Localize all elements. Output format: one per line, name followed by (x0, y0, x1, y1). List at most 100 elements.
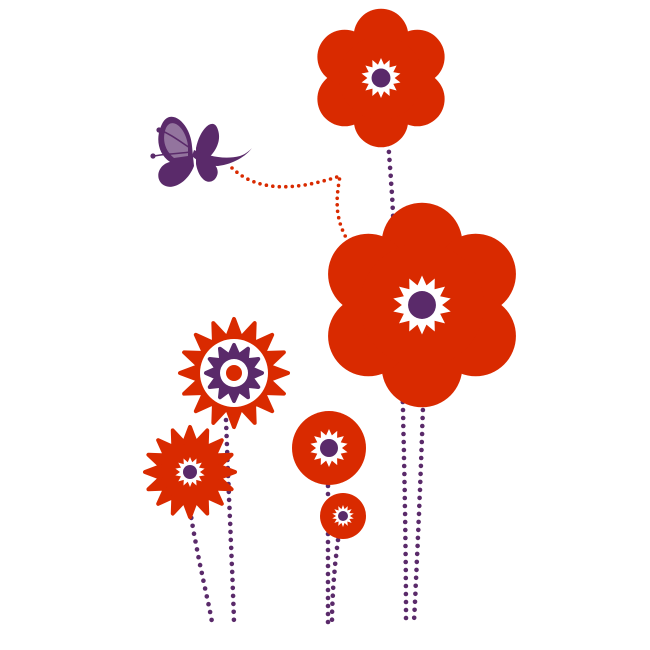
flower-disc-small (320, 493, 366, 539)
flower-center (361, 58, 401, 98)
stem-dot (190, 523, 195, 529)
stem-dot (330, 593, 336, 598)
trail-dot (336, 183, 341, 188)
trail-dot (335, 203, 340, 207)
stem-dot (419, 447, 424, 453)
stem-dot (416, 511, 422, 517)
trail-dot (252, 180, 256, 184)
stem-dot (420, 423, 425, 429)
center-dot (320, 439, 338, 457)
trail-dot (284, 184, 288, 189)
trail-dot (340, 228, 345, 232)
stem-dot (229, 569, 235, 575)
butterfly-icon (150, 116, 252, 187)
stem-dot (230, 593, 236, 599)
trail-dot (235, 170, 239, 174)
stem-dot (403, 583, 409, 589)
stem-dot (228, 545, 234, 551)
trail-dot (337, 177, 342, 181)
stem-dot (325, 491, 331, 497)
trail-dot (335, 209, 340, 214)
trail-dot (264, 183, 269, 187)
stem-dot (227, 513, 233, 519)
stem-dot (223, 417, 229, 423)
stem-dot (414, 567, 419, 573)
trail-dot (309, 181, 314, 186)
stem-dot (420, 407, 426, 413)
trail-dot (336, 215, 341, 220)
stem-dot (418, 455, 424, 461)
stem-dot (413, 583, 419, 589)
stem-dot (418, 463, 424, 469)
stem-dot (224, 441, 230, 447)
stem-dot (388, 173, 394, 179)
trail-dot (322, 178, 327, 183)
trail-dot (316, 180, 320, 185)
stem-dot (230, 585, 236, 591)
stem-dot (228, 537, 234, 543)
stem-dot (390, 197, 395, 203)
trail-dot (296, 184, 301, 188)
stem-dot (418, 471, 423, 477)
stem-dot (325, 603, 331, 609)
stem-dot (231, 609, 236, 615)
stem-dot (229, 561, 235, 567)
stem-dot (325, 563, 331, 569)
flower-center (310, 429, 348, 467)
stem-dot (414, 551, 420, 557)
stem-dot (204, 594, 210, 599)
flower-disc-middle (292, 411, 366, 485)
stem-dot (197, 562, 203, 568)
stem-dot (415, 543, 420, 549)
stem-dot (402, 519, 408, 525)
stem-dot (416, 519, 421, 525)
stem-dot (386, 149, 392, 155)
trail-dot (303, 183, 308, 187)
trail-dot (334, 175, 339, 179)
stem-dot (325, 579, 331, 585)
stem-dot (400, 415, 406, 421)
trail-dot (258, 182, 262, 186)
stem-dot (231, 601, 236, 607)
stem-dot (325, 619, 331, 625)
stem-dot (401, 431, 406, 437)
stem-dot (402, 503, 408, 509)
stem-dot (325, 611, 331, 617)
center-dot (371, 68, 391, 88)
stem-dot (332, 561, 338, 567)
stem-dot (403, 567, 409, 573)
stem-dot (414, 559, 420, 565)
stem-dot (228, 529, 233, 535)
trail-dot (343, 234, 348, 238)
stem-dot (226, 497, 232, 503)
stem-dot (403, 575, 409, 581)
trail-dot (338, 222, 343, 226)
flower-large-right (328, 202, 516, 408)
stem-dot (418, 479, 423, 485)
trail-dot (240, 174, 244, 178)
trail-dot (246, 177, 250, 181)
stem-dot (403, 607, 409, 613)
stem-dot (413, 591, 418, 597)
stem-dot (325, 539, 331, 545)
stem-dot (335, 537, 341, 543)
stem-dot (333, 553, 339, 559)
stem-dot (411, 615, 417, 621)
stem-dot (390, 205, 396, 211)
stem-dot (202, 586, 208, 591)
stem-dot (403, 527, 408, 533)
flower-center (393, 275, 451, 335)
stem-dot (415, 535, 421, 541)
stem-dot (417, 503, 422, 509)
stem-dot (403, 551, 408, 557)
stem-dot (224, 433, 229, 439)
stem-dot (325, 595, 331, 601)
stem-dot (412, 599, 418, 605)
flower-small-left (143, 425, 237, 519)
stem-dot (387, 165, 393, 171)
stem-dot (325, 555, 331, 561)
trail-dot (328, 177, 333, 181)
stem-dot (191, 531, 197, 536)
stem-dot (403, 535, 408, 541)
